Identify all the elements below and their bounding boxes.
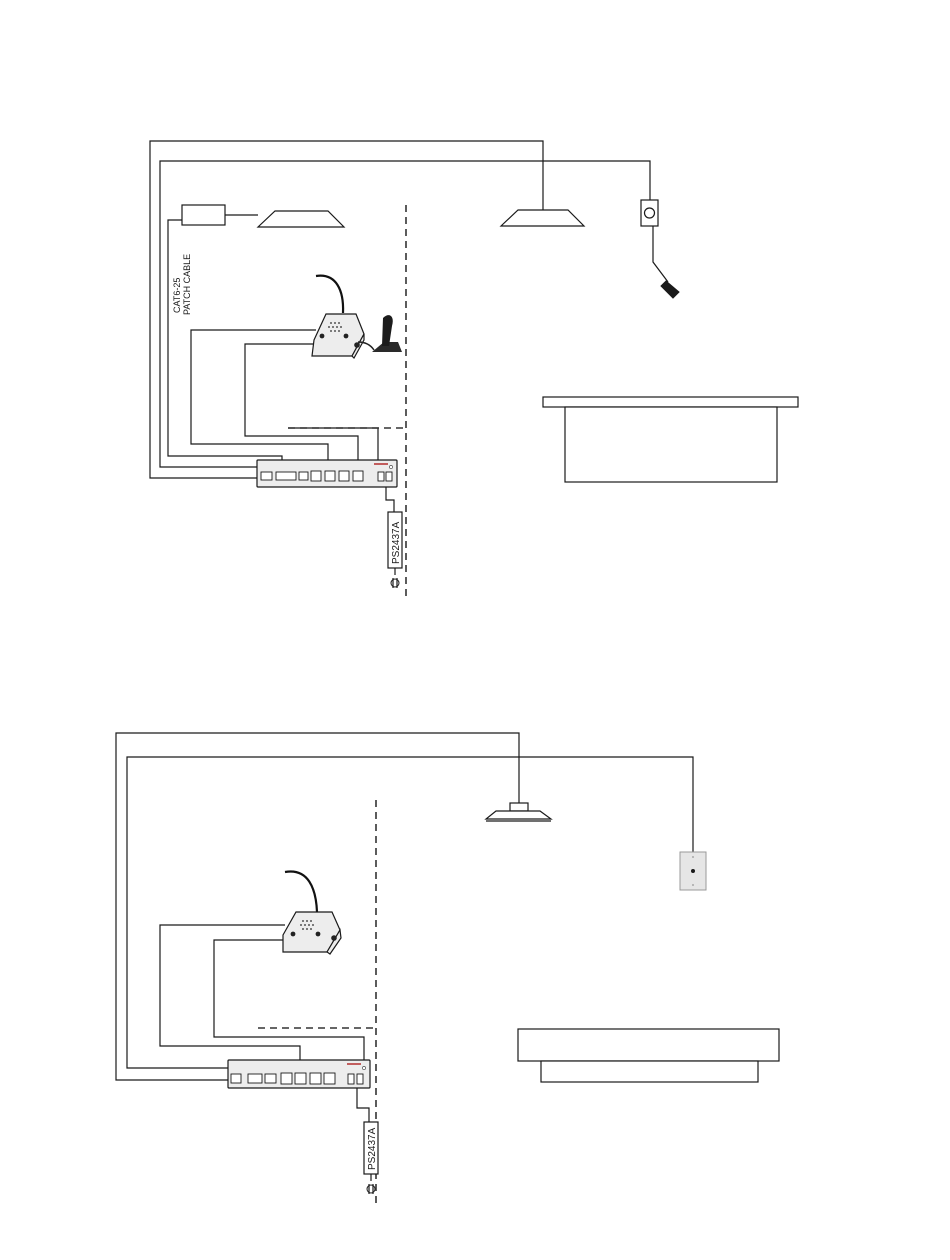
wire-console-bottom-1	[160, 925, 300, 1068]
top-wiring-diagram: CAT6-25 PATCH CABLE	[150, 141, 798, 600]
counter	[518, 1029, 779, 1082]
wire-console-1	[191, 330, 328, 467]
desk-console	[312, 276, 364, 358]
wire-console-bottom-2	[214, 940, 364, 1068]
cable-label-line2: PATCH CABLE	[182, 254, 192, 315]
power-supply-label: PS2437A	[391, 521, 402, 564]
wire-console-2	[245, 344, 358, 467]
desk-console-bottom	[283, 871, 341, 954]
wire-power-bottom	[357, 1088, 369, 1122]
power-supply-label-bottom: PS2437A	[367, 1127, 378, 1170]
bottom-wiring-diagram: PS2437A	[116, 733, 779, 1205]
power-supply-bottom: PS2437A	[364, 1122, 378, 1194]
ceiling-speaker-left	[258, 211, 344, 227]
ceiling-speaker-right	[501, 210, 584, 226]
wall-call-station	[680, 852, 706, 890]
ceiling-speaker-bottom	[486, 803, 551, 821]
wire-call-station-bottom	[127, 757, 693, 1068]
wall-call-switch	[641, 200, 679, 298]
interface-box	[182, 205, 225, 225]
master-unit	[257, 460, 397, 487]
master-unit-bottom	[228, 1060, 370, 1088]
power-supply: PS2437A	[388, 512, 402, 588]
desk	[543, 397, 798, 482]
handset	[358, 315, 402, 352]
cable-label-line1: CAT6-25	[172, 278, 182, 313]
